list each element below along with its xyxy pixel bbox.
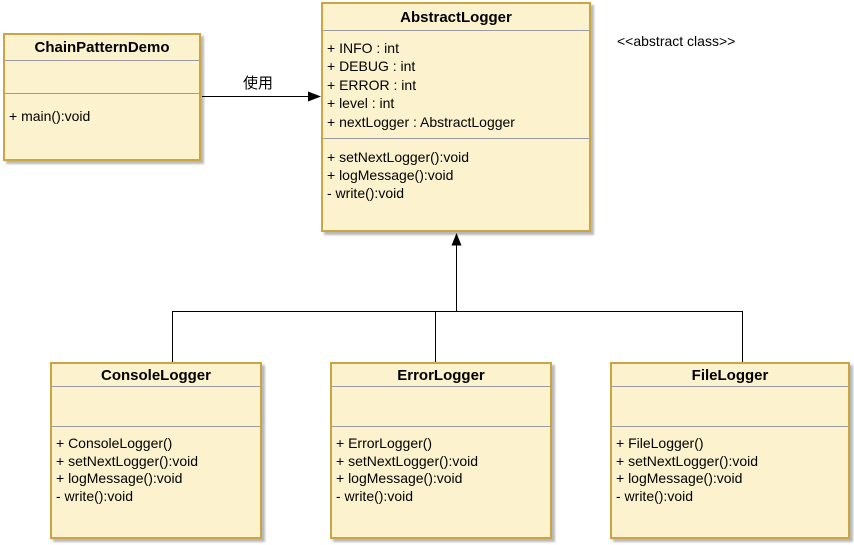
class-attributes-empty [5,61,199,94]
attribute-entry: + nextLogger : AbstractLogger [327,113,515,130]
class-methods: + ErrorLogger() + setNextLogger():void +… [332,427,550,505]
method-entry: + logMessage():void [336,470,463,486]
arrowhead-right [308,91,321,102]
class-title: AbstractLogger [323,4,589,31]
method-entry: + setNextLogger():void [616,452,759,469]
class-methods: + FileLogger() + setNextLogger():void + … [612,427,848,505]
generalization-connector [172,233,743,363]
use-arrow [202,91,321,102]
method-entry: + setNextLogger():void [336,452,479,469]
class-box-filelogger: FileLogger + FileLogger() + setNextLogge… [610,362,850,539]
class-methods: + ConsoleLogger() + setNextLogger():void… [52,427,260,505]
class-box-errorlogger: ErrorLogger + ErrorLogger() + setNextLog… [330,362,552,539]
class-attributes-empty [612,387,848,427]
attribute-entry: + level : int [327,95,395,112]
class-box-abstractlogger: AbstractLogger + INFO : int + DEBUG : in… [321,2,591,232]
method-entry: + setNextLogger():void [56,452,199,469]
class-attributes: + INFO : int + DEBUG : int + ERROR : int… [323,31,589,139]
method-entry: + logMessage():void [616,470,743,486]
class-title: ErrorLogger [332,364,550,387]
method-entry: - write():void [327,185,405,201]
class-methods: + setNextLogger():void + logMessage():vo… [323,139,589,202]
method-entry: + logMessage():void [327,167,454,183]
method-entry: - write():void [616,487,694,504]
method-entry: - write():void [336,487,414,504]
method-entry: - write():void [56,487,134,504]
class-box-consolelogger: ConsoleLogger + ConsoleLogger() + setNex… [50,362,262,539]
method-entry: + ConsoleLogger() [56,435,173,451]
attribute-entry: + INFO : int [327,40,399,56]
method-entry: + logMessage():void [56,470,183,486]
class-box-chainpatterndemo: ChainPatternDemo + main():void [3,33,201,161]
method-entry: + FileLogger() [616,435,704,451]
class-title: ConsoleLogger [52,364,260,387]
method-entry: + setNextLogger():void [327,149,470,165]
class-attributes-empty [52,387,260,427]
method-entry: + ErrorLogger() [336,435,433,451]
attribute-entry: + DEBUG : int [327,58,416,75]
arrowhead-up [451,233,462,246]
class-methods: + main():void [5,94,199,125]
abstract-class-stereotype-label: <<abstract class>> [617,33,736,49]
use-relationship-label: 使用 [243,75,274,92]
class-title: ChainPatternDemo [5,35,199,61]
method-entry: + main():void [9,108,91,124]
class-title: FileLogger [612,364,848,387]
attribute-entry: + ERROR : int [327,76,417,93]
class-attributes-empty [332,387,550,427]
